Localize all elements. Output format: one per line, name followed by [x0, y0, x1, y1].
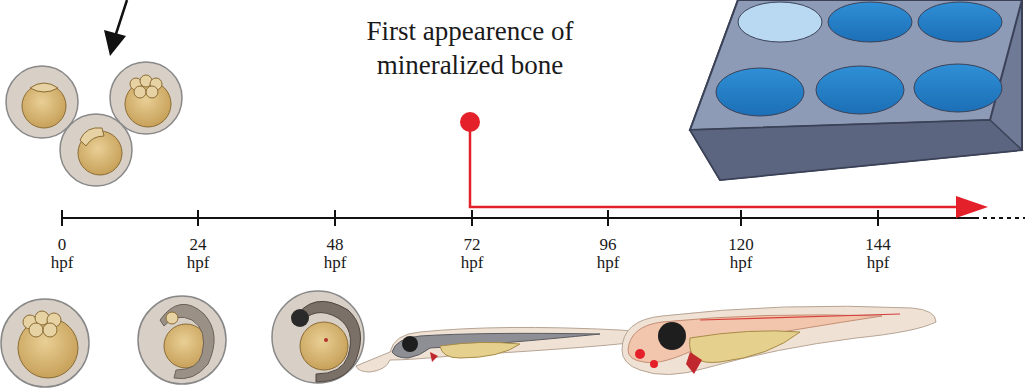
early-embryos	[6, 62, 182, 186]
timeline-axis	[62, 210, 1025, 226]
time-label: 96 hpf	[597, 236, 620, 272]
larva-later	[622, 306, 936, 374]
milestone-label: First appearence of mineralized bone	[300, 14, 640, 82]
time-label: 0 hpf	[51, 236, 74, 272]
time-label: 144 hpf	[865, 236, 891, 272]
time-label: 120 hpf	[728, 236, 754, 272]
pointer-arrow	[104, 0, 127, 56]
larva-72hpf	[356, 327, 650, 372]
well-plate	[690, 0, 1022, 180]
embryo-stages	[1, 291, 364, 387]
time-label: 24 hpf	[187, 236, 210, 272]
time-label: 72 hpf	[461, 236, 484, 272]
time-label: 48 hpf	[324, 236, 347, 272]
